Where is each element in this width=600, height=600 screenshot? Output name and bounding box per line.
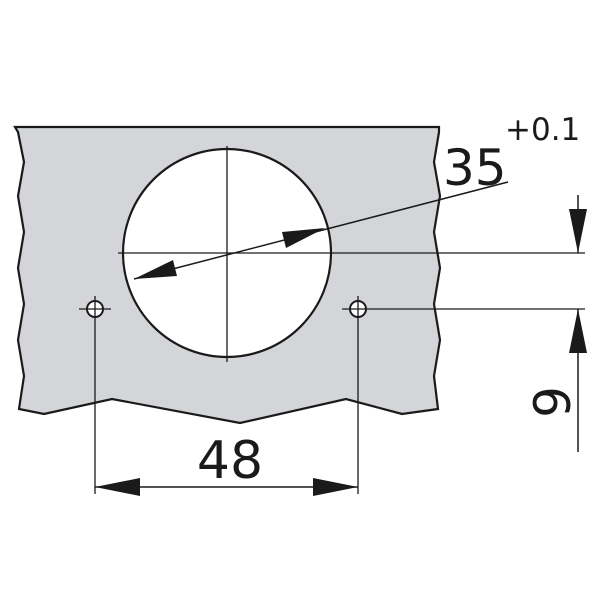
offset-dimension-label: 9 (524, 386, 582, 418)
offset-arrow-bottom (569, 309, 587, 353)
spacing-arrow-right (313, 478, 358, 496)
spacing-dimension-label: 48 (197, 431, 263, 491)
spacing-arrow-left (95, 478, 140, 496)
diameter-arrow-outer (282, 228, 325, 248)
diameter-arrow-inner (134, 260, 177, 279)
diameter-tolerance: +0.1 (505, 112, 580, 148)
diameter-value: 35 (443, 139, 507, 197)
diameter-dimension-label: 35 +0.1 (443, 112, 580, 197)
diameter-leader-line (133, 181, 509, 280)
offset-arrow-top (569, 209, 587, 253)
